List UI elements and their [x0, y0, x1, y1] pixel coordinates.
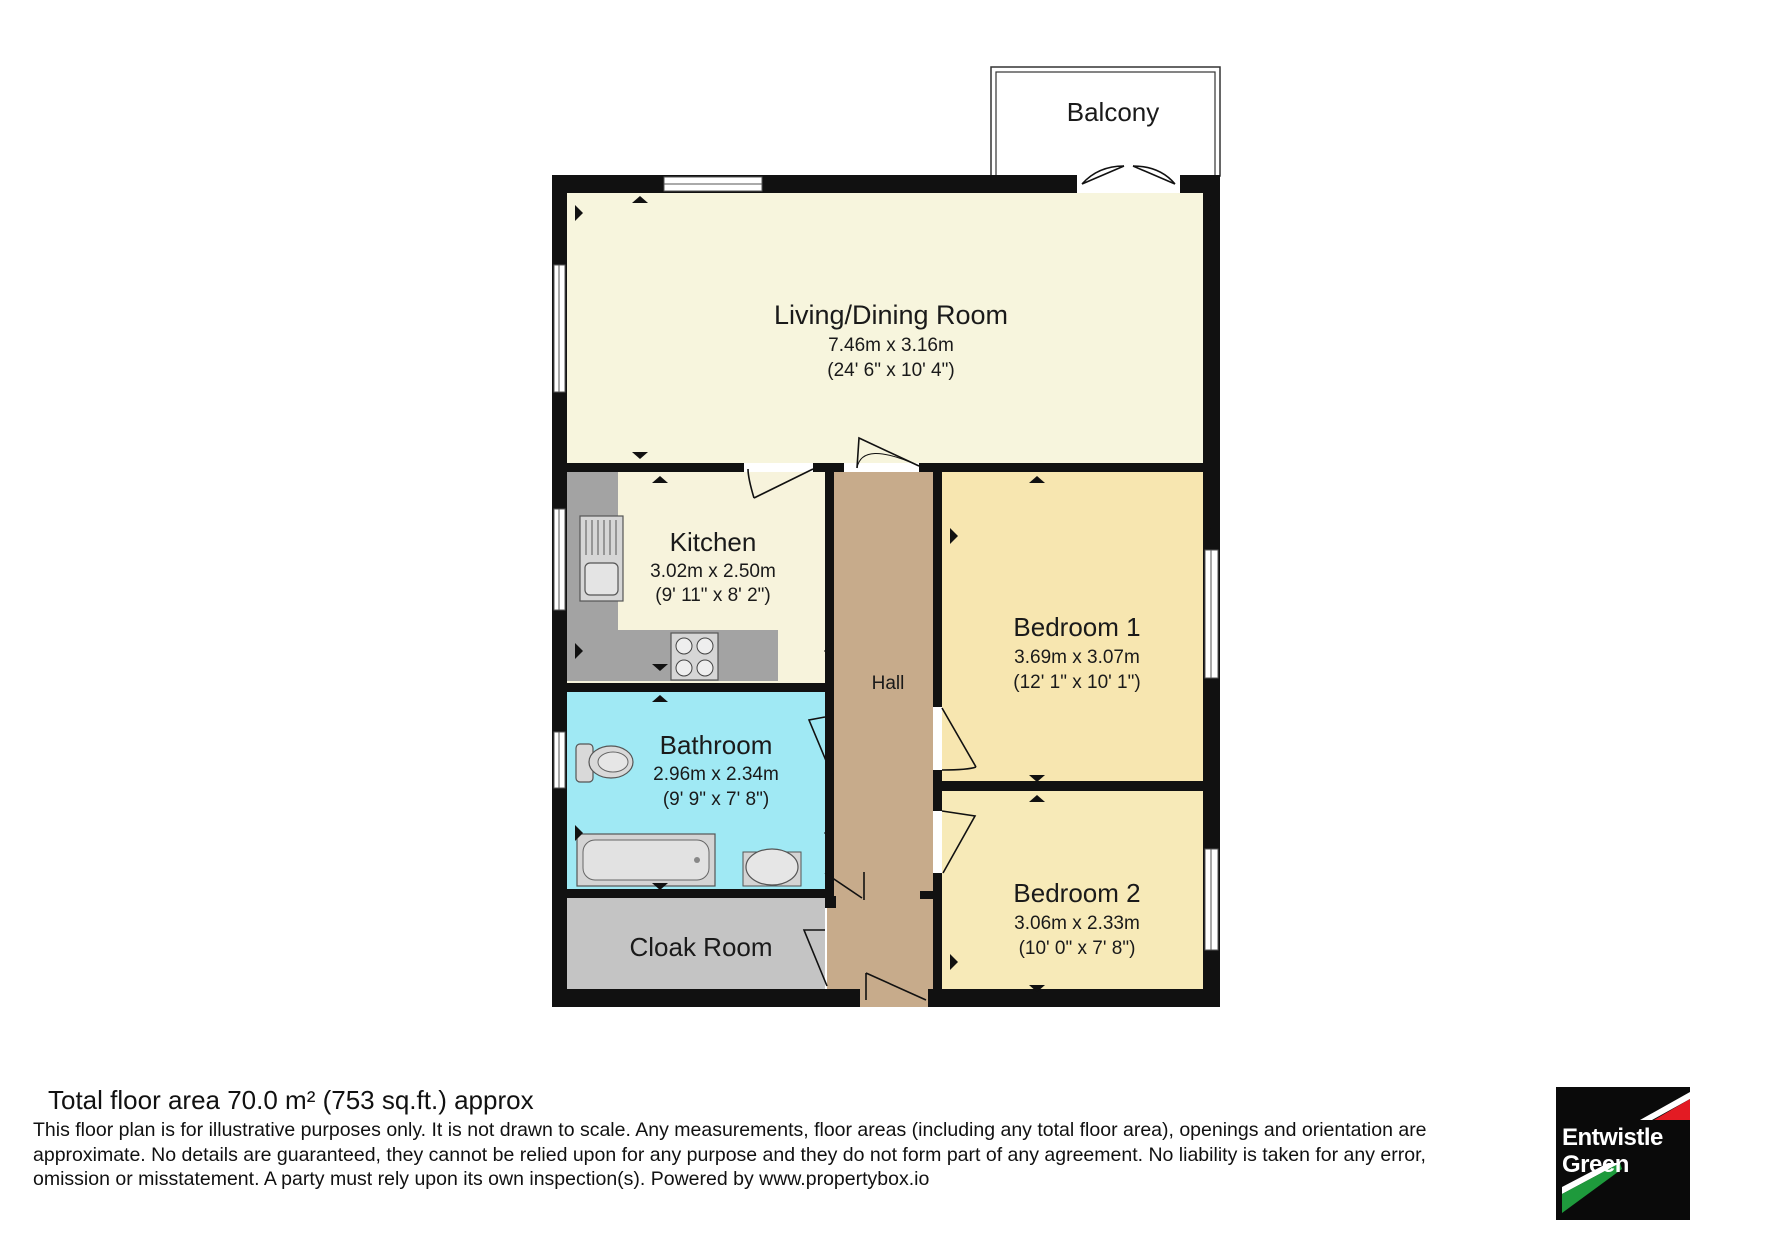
doors [747, 165, 1176, 1001]
living-room-imperial: (24' 6" x 10' 4") [827, 360, 954, 381]
toilet [575, 743, 634, 783]
logo-stripes [1562, 1092, 1690, 1213]
kitchen-metric: 3.02m x 2.50m [650, 561, 776, 582]
kitchen-name: Kitchen [670, 527, 757, 557]
washbasin [742, 848, 802, 887]
bathtub [576, 833, 716, 887]
bedroom-1-floor [942, 472, 1203, 781]
bedroom-1-imperial: (12' 1" x 10' 1") [1013, 672, 1140, 693]
hall-name: Hall [872, 673, 905, 694]
bathroom-name: Bathroom [660, 730, 773, 760]
entwistle-green-logo: Entwistle Green [1556, 1087, 1690, 1220]
kitchen-imperial: (9' 11" x 8' 2") [655, 585, 770, 606]
logo-line-2: Green [1562, 1151, 1629, 1178]
bedroom-2-metric: 3.06m x 2.33m [1014, 913, 1140, 934]
balcony [990, 66, 1221, 177]
entrance-floor [827, 896, 933, 996]
logo-line-1: Entwistle [1562, 1124, 1663, 1151]
cloak-room-name: Cloak Room [629, 932, 772, 962]
bedroom-2-floor [942, 791, 1203, 990]
bedroom-1-name: Bedroom 1 [1013, 612, 1140, 642]
cloak-room-floor [567, 898, 825, 989]
bedroom-2-imperial: (10' 0" x 7' 8") [1019, 938, 1136, 959]
hob [670, 632, 719, 681]
bedroom-1-metric: 3.69m x 3.07m [1014, 647, 1140, 668]
bedroom-2-name: Bedroom 2 [1013, 878, 1140, 908]
inner-walls [567, 463, 1203, 996]
bathroom-metric: 2.96m x 2.34m [653, 764, 779, 785]
living-room-name: Living/Dining Room [774, 300, 1008, 330]
bathroom-imperial: (9' 9" x 7' 8") [663, 789, 769, 810]
balcony-name: Balcony [1067, 97, 1160, 127]
windows [553, 176, 1219, 951]
kitchen-sink [579, 515, 624, 602]
entrance-doorway [860, 989, 928, 1007]
disclaimer-text: This floor plan is for illustrative purp… [33, 1119, 1427, 1190]
dimension-markers [575, 196, 1211, 992]
living-dining-room-floor [567, 193, 1203, 463]
total-floor-area: Total floor area 70.0 m² (753 sq.ft.) ap… [48, 1085, 534, 1115]
balcony-doorway [1077, 175, 1180, 193]
living-room-metric: 7.46m x 3.16m [828, 335, 954, 356]
